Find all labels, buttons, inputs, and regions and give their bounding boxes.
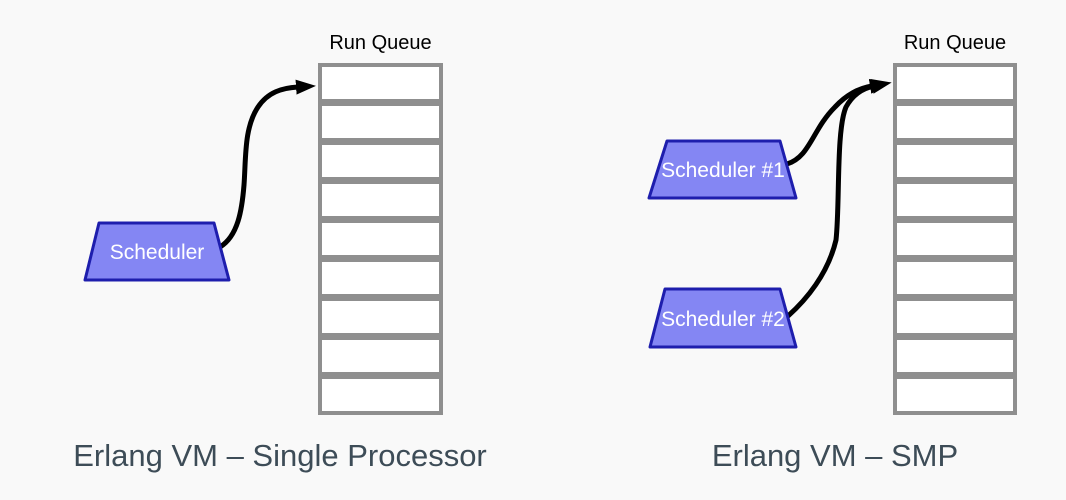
queue-slot [318, 258, 443, 298]
run-queue-smp [893, 63, 1017, 415]
run-queue-label-single: Run Queue [329, 32, 432, 54]
queue-slot [893, 336, 1017, 376]
queue-slot [893, 219, 1017, 259]
queue-slot [318, 141, 443, 181]
queue-slot [893, 141, 1017, 181]
caption-smp: Erlang VM – SMP [711, 438, 959, 473]
scheduler-label: Scheduler #1 [661, 159, 785, 182]
queue-slot [318, 63, 443, 103]
queue-slot [893, 63, 1017, 103]
scheduler-trapezoid [647, 139, 798, 200]
queue-slot [318, 297, 443, 337]
queue-slot [893, 297, 1017, 337]
queue-slot [893, 180, 1017, 220]
queue-slot [318, 336, 443, 376]
queue-slot [318, 180, 443, 220]
queue-slot [893, 258, 1017, 298]
scheduler-trapezoid [648, 287, 798, 349]
queue-slot [318, 375, 443, 415]
scheduler-shape-smp-1: Scheduler #1 [647, 139, 798, 200]
queue-slot [893, 102, 1017, 142]
queue-slot [893, 375, 1017, 415]
scheduler-trapezoid [83, 221, 231, 282]
caption-single-processor: Erlang VM – Single Processor [73, 438, 487, 473]
scheduler-label: Scheduler [110, 241, 205, 264]
scheduler-shape-smp-2: Scheduler #2 [648, 287, 798, 349]
queue-slot [318, 219, 443, 259]
queue-slot [318, 102, 443, 142]
run-queue-single [318, 63, 443, 415]
scheduler-label: Scheduler #2 [661, 308, 785, 331]
run-queue-label-smp: Run Queue [903, 32, 1007, 54]
scheduler-shape-single: Scheduler [83, 221, 231, 282]
